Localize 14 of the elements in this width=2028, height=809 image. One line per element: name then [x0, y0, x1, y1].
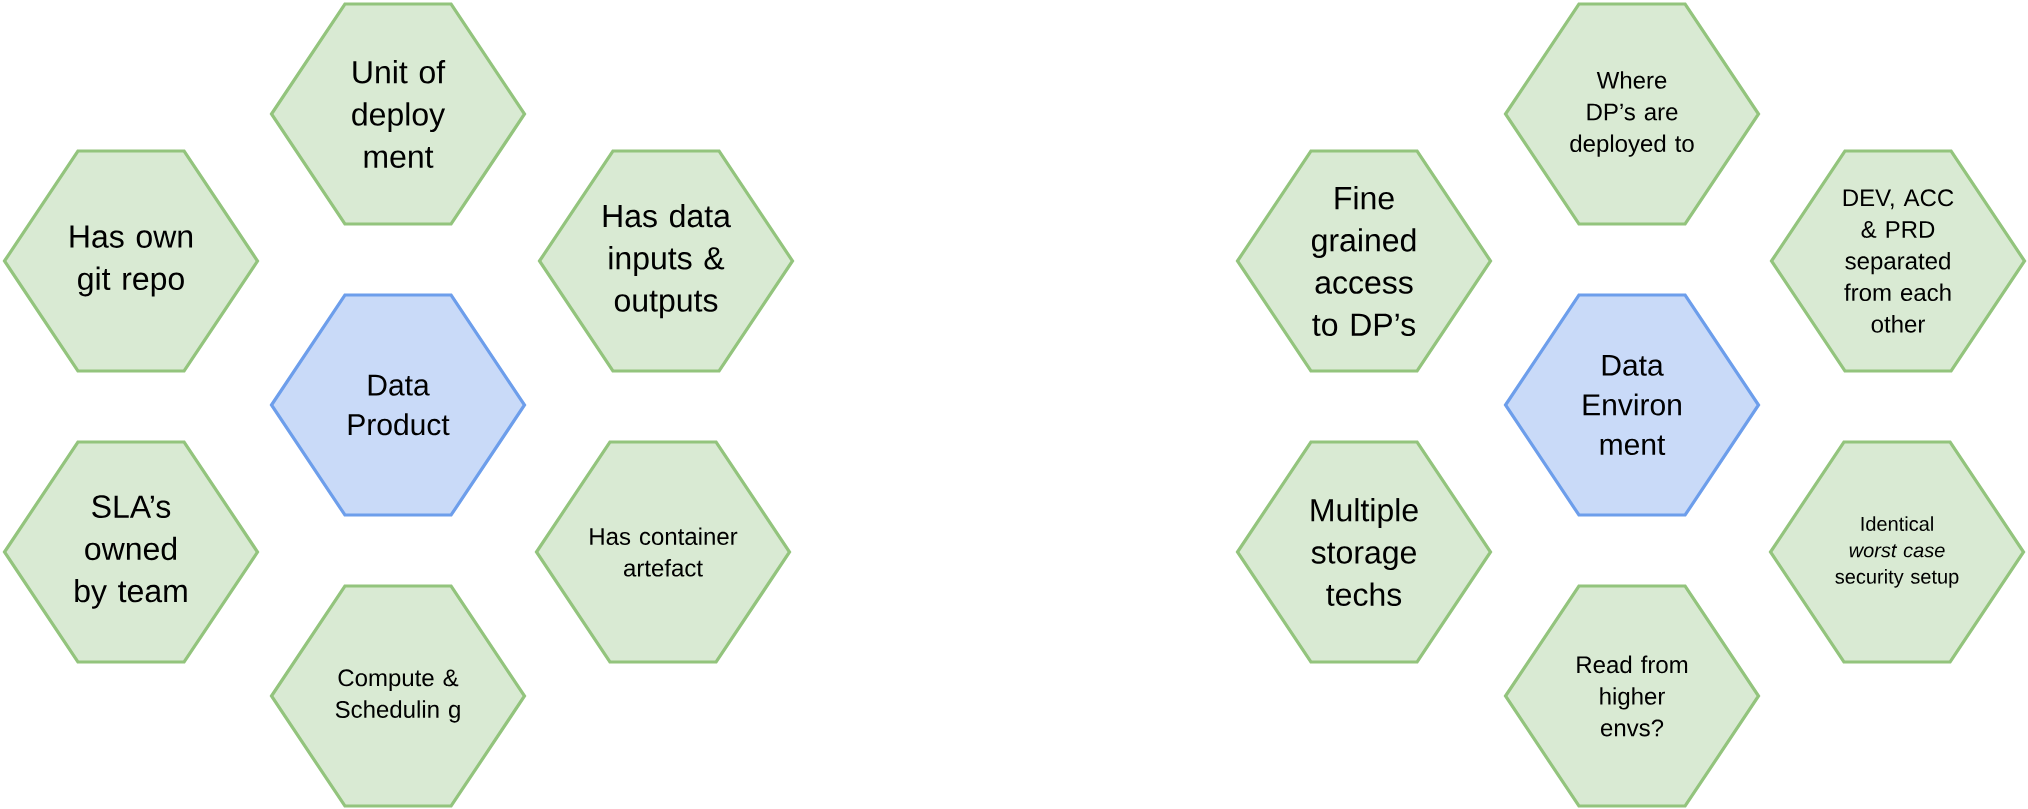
hexagon: Identical worst case security setup	[1768, 440, 2026, 664]
hexagon: Compute & Schedulin g	[269, 584, 527, 808]
hexagon: DEV, ACC & PRD separated from each other	[1769, 149, 2027, 373]
hexagon: Data Environ ment	[1503, 293, 1761, 517]
hexagon: Unit of deploy ment	[269, 2, 527, 226]
hexagon: Has container artefact	[534, 440, 792, 664]
hexagon: Multiple storage techs	[1235, 440, 1493, 664]
hexagon: Read from higher envs?	[1503, 584, 1761, 808]
hexagon: Data Product	[269, 293, 527, 517]
hexagon: Has data inputs & outputs	[537, 149, 795, 373]
hexagon: Has own git repo	[2, 149, 260, 373]
hexagon: Where DP’s are deployed to	[1503, 2, 1761, 226]
hexagon: Fine grained access to DP’s	[1235, 149, 1493, 373]
hexagon: SLA’s owned by team	[2, 440, 260, 664]
